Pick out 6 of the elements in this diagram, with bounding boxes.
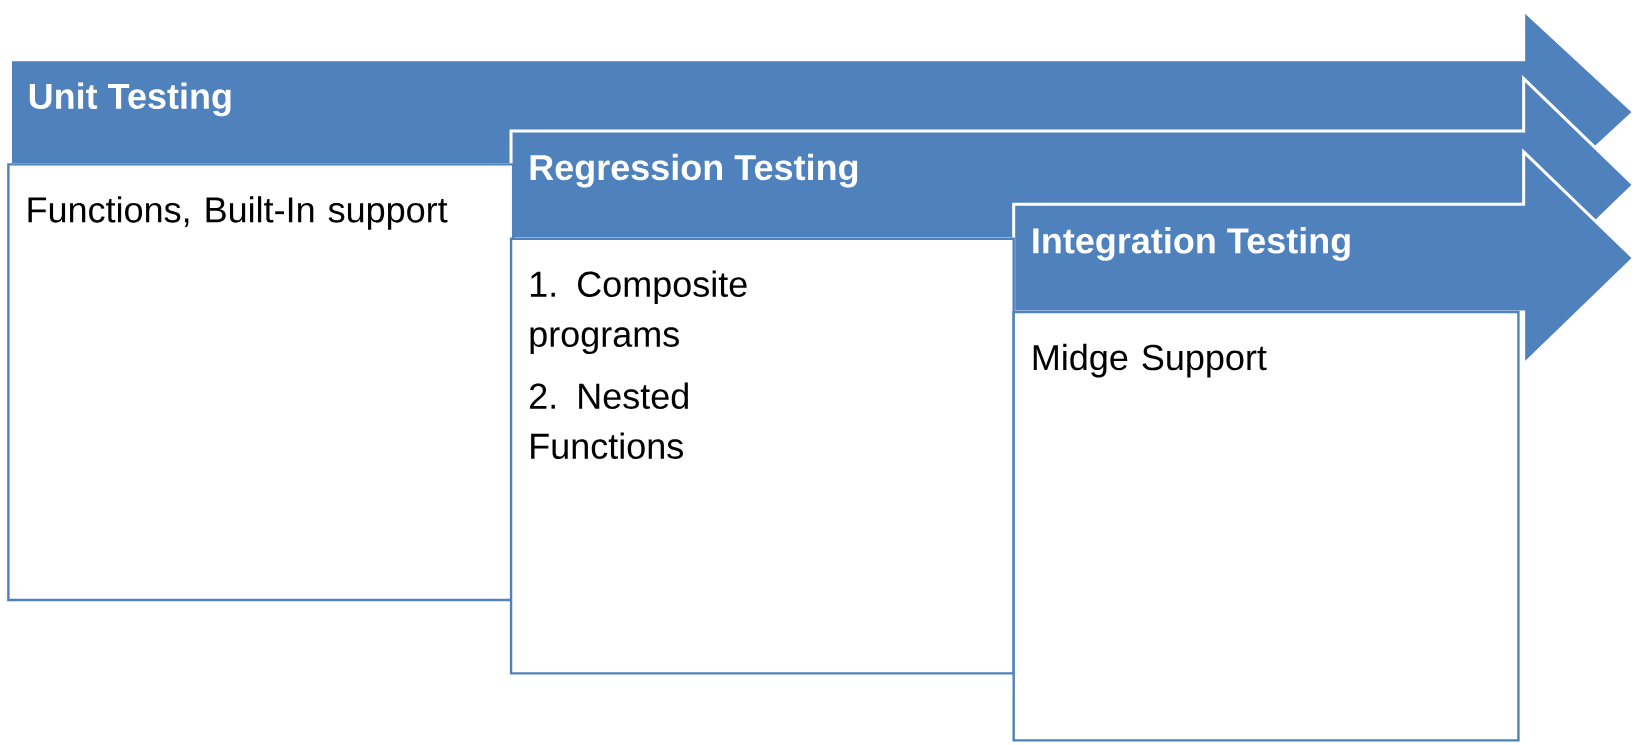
content-box: 1. Composite programs 2. Nested Functions xyxy=(509,237,1015,675)
content-box: Midge Support xyxy=(1012,311,1520,742)
content-box: Functions, Built-In support xyxy=(7,163,515,602)
node-label: Integration Testing xyxy=(1033,227,1350,262)
node-label: Regression Testing xyxy=(530,154,858,188)
node-label: Unit Testing xyxy=(29,82,231,117)
